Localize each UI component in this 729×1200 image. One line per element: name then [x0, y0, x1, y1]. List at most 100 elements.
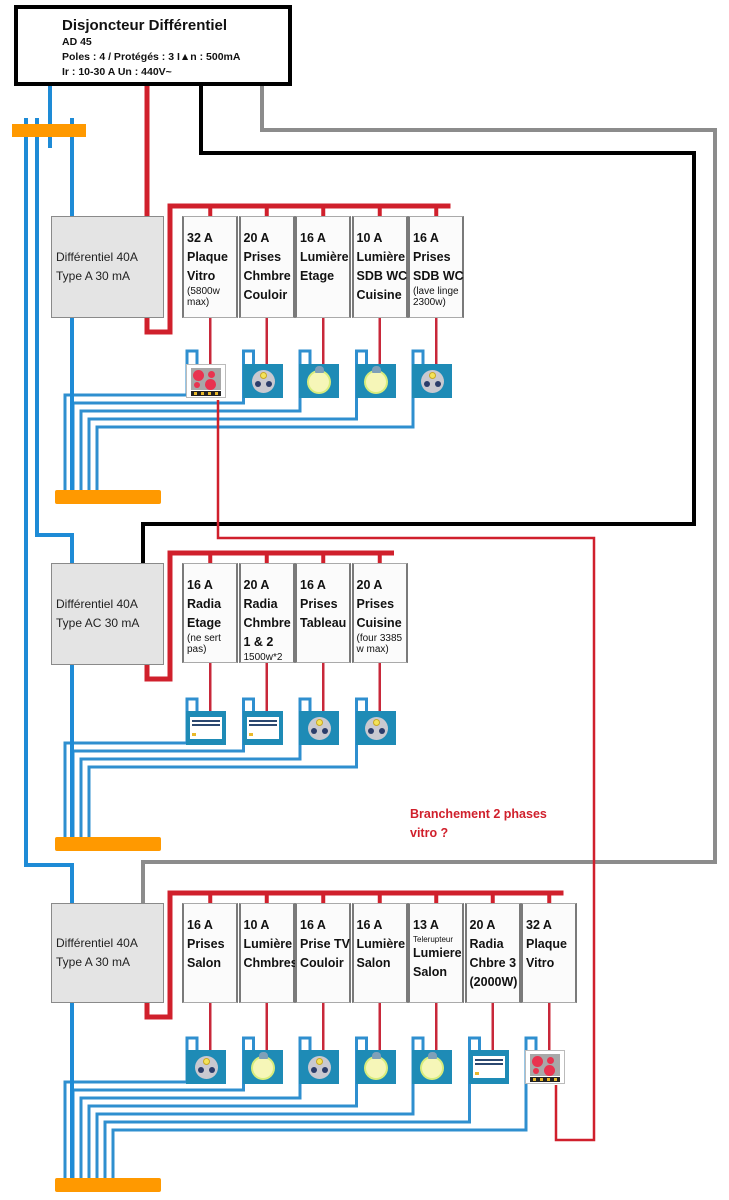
bulb-glass: [252, 1058, 273, 1078]
hob-ring: [532, 1056, 543, 1067]
breaker-label: Lumière: [356, 250, 406, 264]
radiator-indicator: [192, 733, 196, 736]
light-bulb-icon: [242, 1050, 283, 1084]
radiator-icon: [242, 711, 283, 745]
socket-pin: [322, 1067, 328, 1073]
breaker-label: Prise TV: [300, 937, 351, 951]
breaker-label: Salon: [356, 956, 391, 970]
circuit-neutral-wire: [71, 1036, 255, 1178]
socket-pin: [378, 728, 385, 734]
breaker-label: Cuisine: [356, 288, 402, 302]
breaker-label: Salon: [413, 965, 448, 979]
rcd-type: Type A 30 mA: [56, 955, 131, 969]
bulb-glass: [422, 1058, 442, 1078]
radiator-indicator: [474, 1072, 479, 1075]
socket-face: [308, 717, 331, 740]
circuit-neutral-wire: [111, 1036, 538, 1178]
radiator-bar: [474, 1059, 503, 1061]
hob-plate: [530, 1054, 560, 1076]
breaker-label: (2000W): [469, 975, 518, 989]
socket-face: [251, 370, 275, 393]
bulb-cap: [428, 1052, 437, 1059]
breaker-amperage: 16 A: [356, 918, 383, 932]
hob-controls: [191, 391, 221, 396]
radiator-icon: [468, 1050, 509, 1084]
breaker-amperage: 20 A: [243, 231, 270, 245]
light-bulb-icon: [355, 1050, 396, 1084]
breaker-amperage: 20 A: [356, 578, 383, 592]
breaker-amperage: 16 A: [300, 231, 326, 245]
socket-pin: [311, 728, 317, 734]
hob-ring: [533, 1068, 539, 1074]
radiator-panel: [472, 1056, 505, 1078]
radiator-bar: [248, 720, 277, 722]
breaker-label: Lumiere: [413, 946, 462, 960]
breaker-label: Lumière: [300, 250, 349, 264]
bulb-cap: [371, 1052, 381, 1059]
breaker-label: Chmbre: [243, 269, 291, 283]
breaker-amperage: 20 A: [469, 918, 496, 932]
socket-icon: [299, 1050, 339, 1084]
main-breaker-rating: Ir : 10-30 A Un : 440V~: [62, 66, 172, 78]
radiator-icon: [186, 711, 226, 745]
phase-comb: [144, 203, 451, 335]
breaker-label: Radia: [187, 597, 222, 611]
light-bulb-icon: [412, 1050, 452, 1084]
bulb-cap: [315, 366, 324, 373]
breaker-label: Prises: [243, 250, 282, 264]
socket-icon: [299, 711, 339, 745]
breaker-amperage: 16 A: [413, 231, 439, 245]
breaker-label: Lumière: [356, 937, 406, 951]
socket-earth-pin: [316, 719, 323, 726]
radiator-bar: [192, 720, 220, 722]
rcd-module: Différentiel 40A Type A 30 mA: [51, 903, 164, 1003]
breaker-label: Chmbres: [243, 956, 298, 970]
socket-pin: [265, 381, 272, 387]
socket-earth-pin: [429, 372, 436, 379]
black-phase-wire: [141, 84, 696, 563]
rcd-rating: Différentiel 40A: [56, 936, 138, 950]
breaker-label: Prises: [187, 937, 225, 951]
neutral-feed-row3: [24, 118, 74, 903]
socket-face: [308, 1056, 331, 1079]
socket-pin: [424, 381, 430, 387]
breaker-label: Radia: [469, 937, 504, 951]
neutral-busbar: [55, 490, 161, 504]
neutral-busbar-top: [12, 124, 86, 137]
hob-knob: [554, 1078, 557, 1081]
phase-comb: [144, 890, 564, 1020]
socket-icon: [355, 711, 396, 745]
hob-ring: [547, 1057, 554, 1064]
radiator-bar: [192, 724, 220, 726]
vitro-link-wire: [216, 400, 596, 1142]
hob-knob: [201, 392, 204, 395]
main-breaker-model: AD 45: [62, 36, 92, 48]
breaker-amperage: 16 A: [300, 578, 326, 592]
socket-icon: [412, 364, 452, 398]
breaker-label: 1 & 2: [243, 635, 274, 649]
hob-knob: [540, 1078, 543, 1081]
socket-icon: [242, 364, 283, 398]
bulb-glass: [365, 1058, 386, 1078]
breaker-amperage: 32 A: [187, 231, 213, 245]
socket-pin: [311, 1067, 317, 1073]
breaker-label: Salon: [187, 956, 222, 970]
annotation-line2: vitro ?: [410, 826, 449, 840]
phase-comb: [144, 550, 394, 682]
socket-pin: [367, 728, 374, 734]
radiator-bar: [248, 724, 277, 726]
grey-phase-wire: [141, 84, 717, 903]
radiator-panel: [190, 717, 222, 739]
circuit-neutral-wire: [63, 1036, 199, 1178]
socket-earth-pin: [372, 719, 380, 726]
